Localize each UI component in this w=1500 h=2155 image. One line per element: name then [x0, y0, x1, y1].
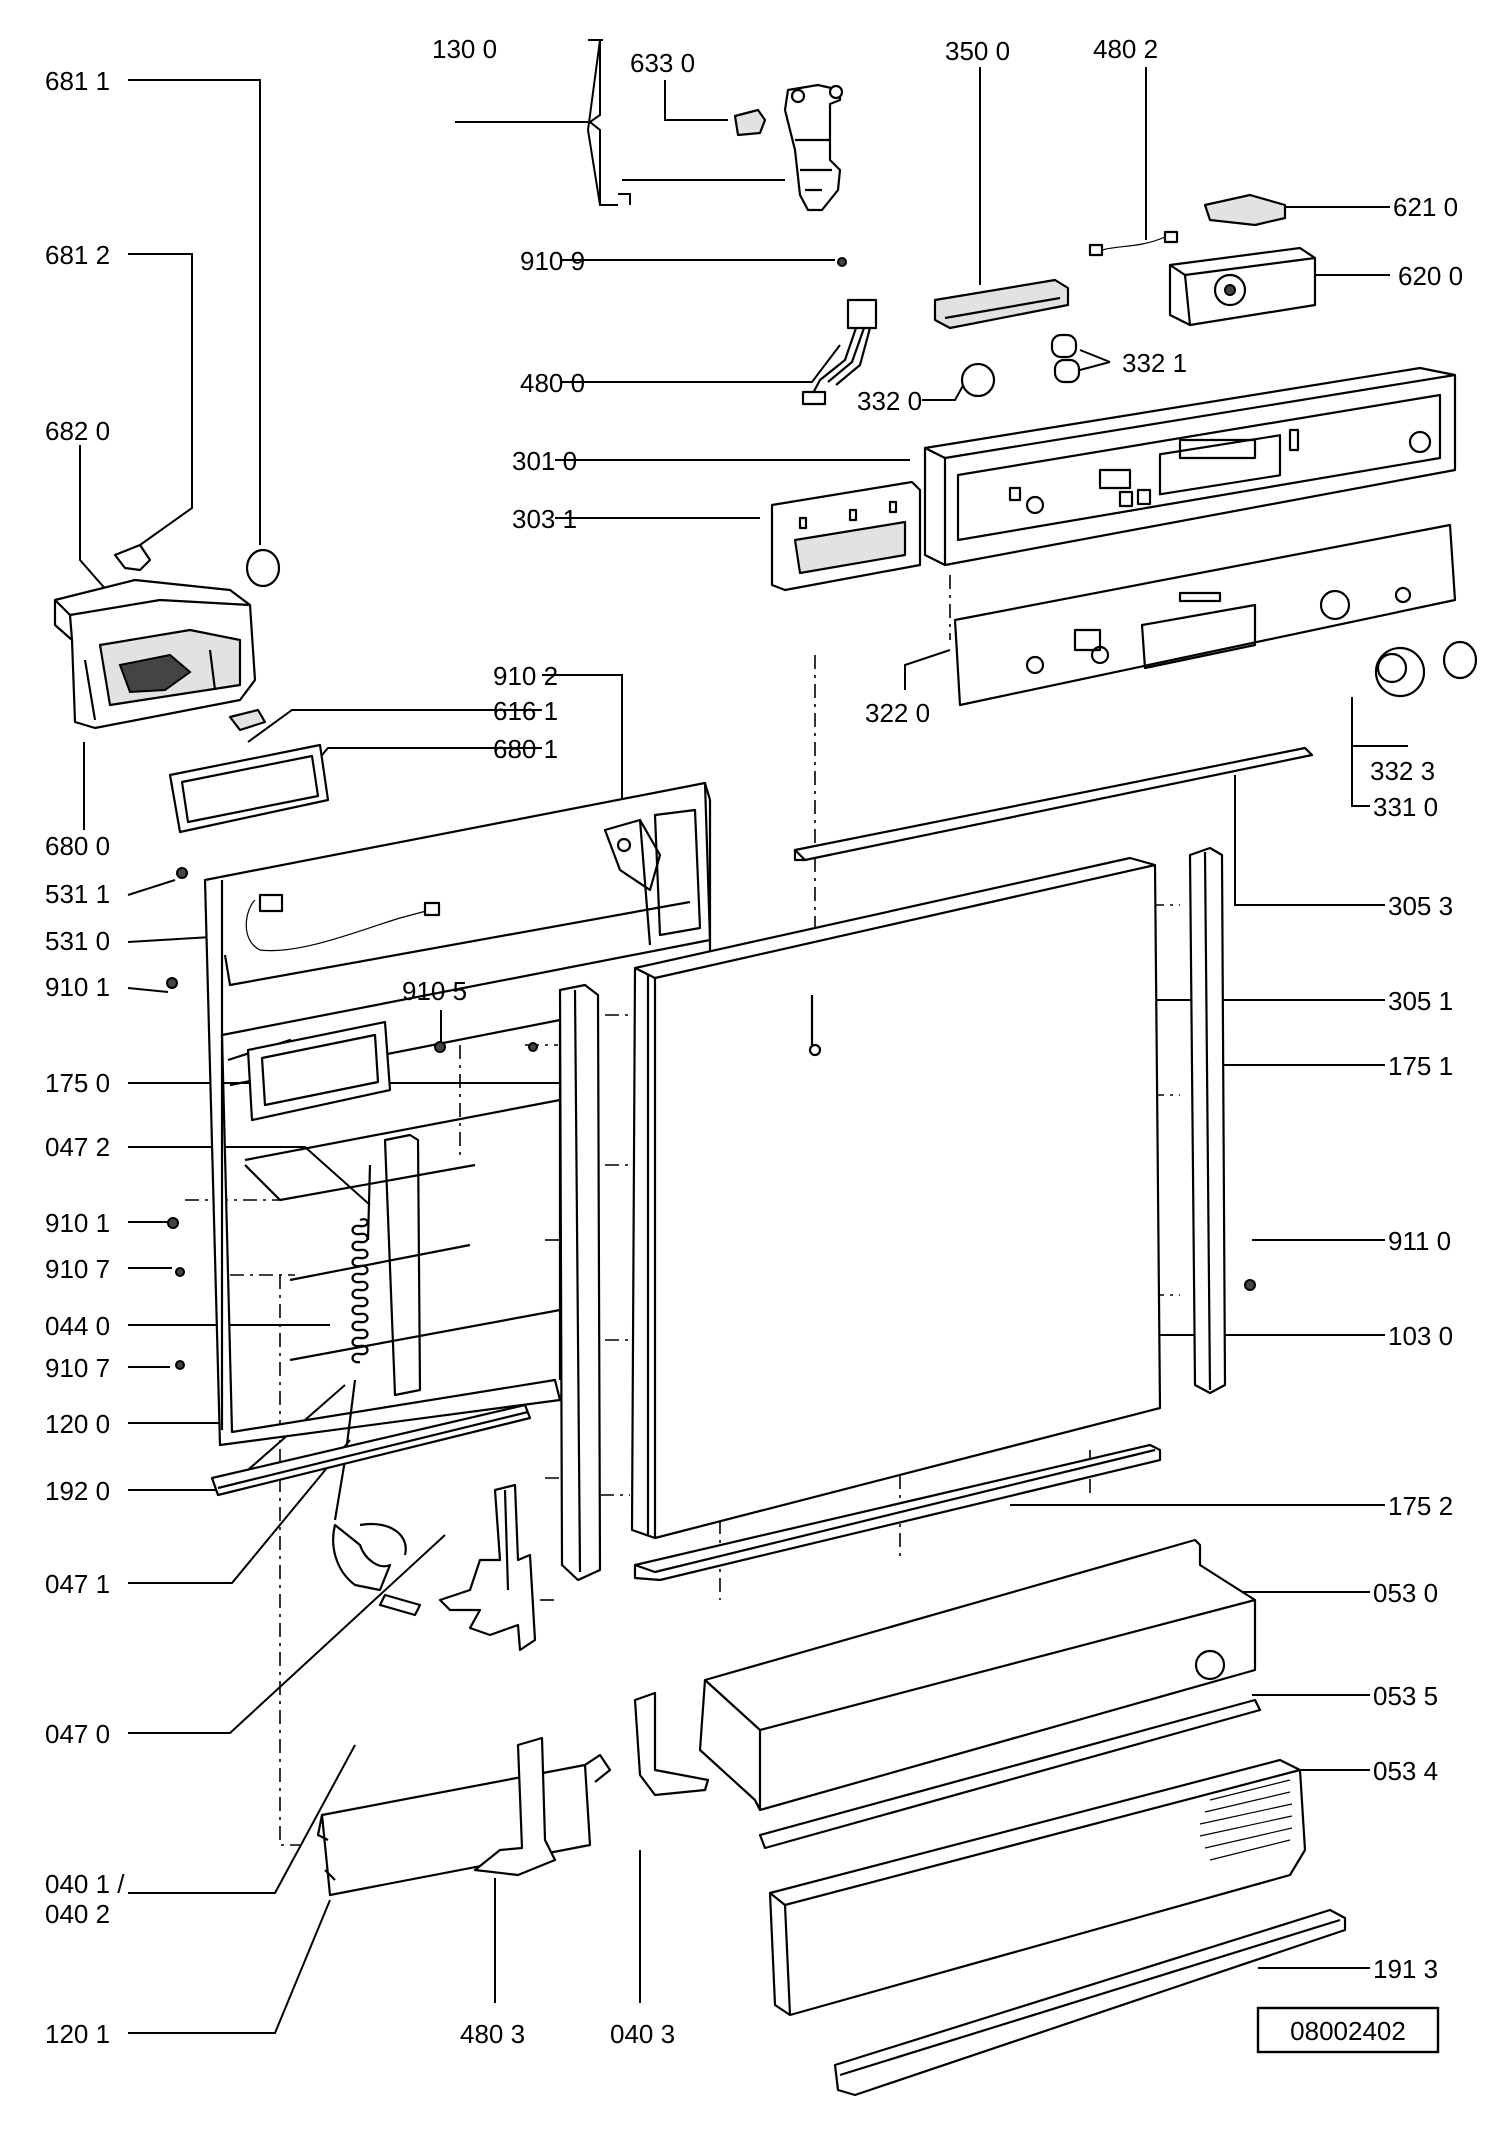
label-053-5: 053 5: [1373, 1681, 1438, 1711]
part-044-0-spring: [333, 1218, 369, 1521]
label-910-7-b: 910 7: [45, 1353, 110, 1383]
label-322-0: 322 0: [865, 698, 930, 728]
part-322-0-front-panel: [953, 523, 1457, 707]
part-120-1-kickplate: [316, 1753, 612, 1897]
part-040-3-bracket: [633, 1691, 710, 1797]
part-047-0-hinge-foot: [378, 1593, 422, 1617]
label-040-1: 040 1 /: [45, 1869, 125, 1899]
part-332-1-buttons: [1050, 333, 1081, 384]
label-620-0: 620 0: [1398, 261, 1463, 291]
label-175-0: 175 0: [45, 1068, 110, 1098]
label-910-2: 910 2: [493, 661, 558, 691]
part-303-1-handle-insert: [770, 480, 922, 592]
part-047-2-spring: [366, 1133, 422, 1397]
label-480-0: 480 0: [520, 368, 585, 398]
label-331-0: 331 0: [1373, 792, 1438, 822]
part-192-0-bottom-strip: [210, 1403, 532, 1497]
part-682-0-dispenser: [53, 578, 257, 730]
label-332-0: 332 0: [857, 386, 922, 416]
drawing-number-box: 08002402: [1256, 2006, 1440, 2054]
label-633-0: 633 0: [630, 48, 695, 78]
label-053-0: 053 0: [1373, 1578, 1438, 1608]
label-531-1: 531 1: [45, 879, 110, 909]
part-191-3-bottom-seal: [833, 1908, 1347, 2097]
part-616-1-clip: [228, 708, 267, 732]
label-911-0: 911 0: [1388, 1226, 1451, 1256]
brace-130-0: [455, 39, 612, 206]
label-332-3: 332 3: [1370, 756, 1435, 786]
label-680-1: 680 1: [493, 734, 558, 764]
part-053-0-plinth: [698, 1538, 1257, 1812]
part-680-1-gasket: [168, 743, 330, 834]
part-633-0-small-clip: [733, 108, 767, 137]
part-332-3-knob: [1374, 646, 1426, 698]
part-040-1-hinge-bracket: [438, 1483, 537, 1652]
label-531-0: 531 0: [45, 926, 110, 956]
label-120-1: 120 1: [45, 2019, 110, 2049]
label-047-1: 047 1: [45, 1569, 110, 1599]
label-103-0: 103 0: [1388, 1321, 1453, 1351]
label-175-1: 175 1: [1388, 1051, 1453, 1081]
label-130-0: 130 0: [432, 34, 497, 64]
label-040-2: 040 2: [45, 1899, 110, 1929]
part-332-0-knob: [960, 362, 996, 398]
part-620-0-timer: [1168, 246, 1317, 327]
label-120-0: 120 0: [45, 1409, 110, 1439]
part-681-2-lever: [113, 543, 152, 572]
label-303-1: 303 1: [512, 504, 577, 534]
label-301-0: 301 0: [512, 446, 577, 476]
part-175-0-side-strip: [558, 983, 602, 1582]
label-350-0: 350 0: [945, 36, 1010, 66]
label-616-1: 616 1: [493, 696, 558, 726]
label-910-1-b: 910 1: [45, 1208, 110, 1238]
label-480-3: 480 3: [460, 2019, 525, 2049]
label-681-1: 681 1: [45, 66, 110, 96]
part-047-1-hinge-arm: [332, 1522, 407, 1592]
label-680-0: 680 0: [45, 831, 110, 861]
label-332-1: 332 1: [1122, 348, 1187, 378]
part-480-2-cable: [1088, 230, 1179, 257]
label-910-9: 910 9: [520, 246, 585, 276]
label-047-2: 047 2: [45, 1132, 110, 1162]
part-331-0-knob-cap: [1442, 640, 1478, 680]
label-621-0: 621 0: [1393, 192, 1458, 222]
part-301-0-control-panel: [923, 366, 1457, 567]
part-681-1-cap: [245, 548, 281, 588]
screws: [166, 257, 1256, 1370]
label-191-3: 191 3: [1373, 1954, 1438, 1984]
label-175-2: 175 2: [1388, 1491, 1453, 1521]
label-044-0: 044 0: [45, 1311, 110, 1341]
part-130-0-hinge-bracket: [783, 83, 844, 212]
part-305-3-top-strip: [793, 746, 1314, 862]
part-305-1-screw: [808, 995, 822, 1057]
part-350-0-control-board: [933, 278, 1070, 330]
part-175-1-side-strip: [1188, 846, 1227, 1395]
leader-lines: [79, 39, 1408, 2034]
part-labels: 681 1 681 2 682 0 680 0 531 1 531 0 910 …: [45, 34, 1463, 2049]
part-053-5-strip: [758, 1698, 1262, 1850]
label-910-5: 910 5: [402, 976, 467, 1006]
label-681-2: 681 2: [45, 240, 110, 270]
label-305-1: 305 1: [1388, 986, 1453, 1016]
part-480-3-bracket: [473, 1736, 557, 1877]
part-175-2-bottom-strip: [633, 1443, 1162, 1582]
label-047-0: 047 0: [45, 1719, 110, 1749]
part-480-0-wiring-harness: [801, 298, 878, 406]
label-910-1-a: 910 1: [45, 972, 110, 1002]
label-040-3: 040 3: [610, 2019, 675, 2049]
label-682-0: 682 0: [45, 416, 110, 446]
vent-grille: [1199, 1779, 1293, 1861]
label-053-4: 053 4: [1373, 1756, 1438, 1786]
label-305-3: 305 3: [1388, 891, 1453, 921]
part-103-0-outer-door: [630, 856, 1162, 1540]
part-621-0-module: [1203, 193, 1287, 227]
drawing-number: 08002402: [1290, 2016, 1406, 2046]
label-480-2: 480 2: [1093, 34, 1158, 64]
part-053-4-front-cover: [768, 1758, 1307, 2017]
label-910-7-a: 910 7: [45, 1254, 110, 1284]
label-192-0: 192 0: [45, 1476, 110, 1506]
